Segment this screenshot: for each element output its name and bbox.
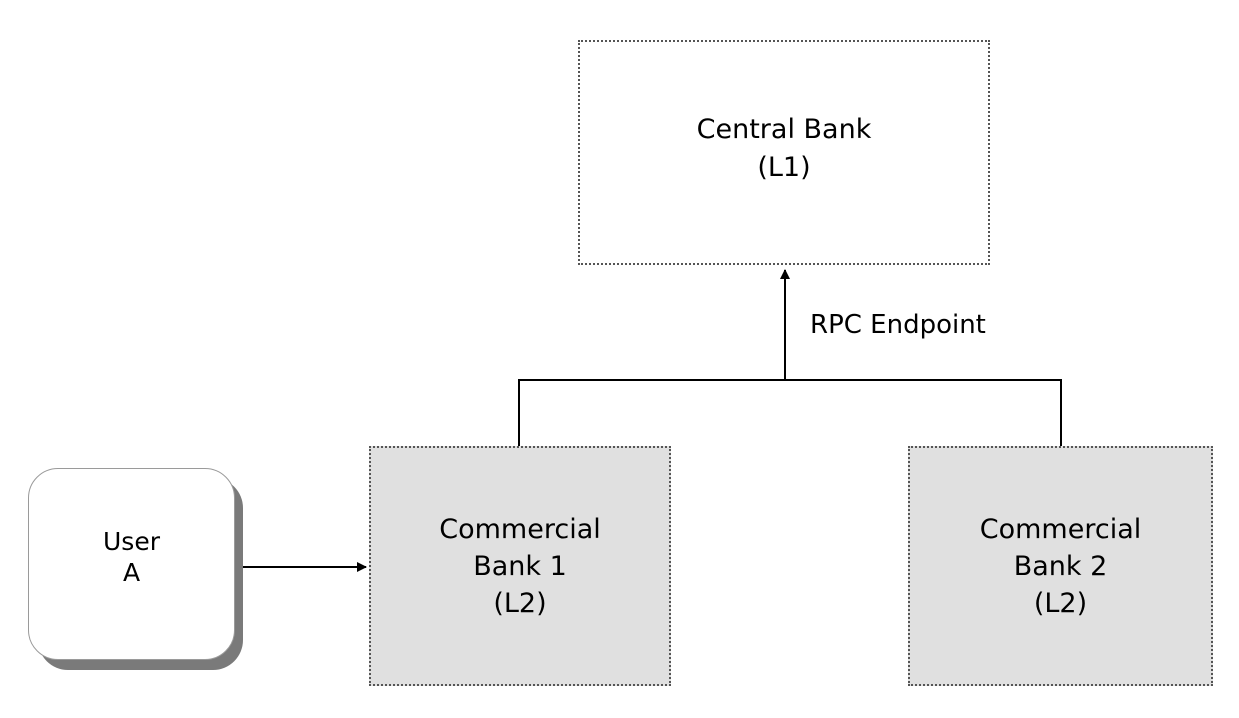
commercial-bank-2-layer: (L2) bbox=[1033, 587, 1088, 619]
central-bank-layer: (L1) bbox=[757, 151, 811, 183]
central-bank-node[interactable]: Central Bank (L1) bbox=[578, 40, 990, 265]
commercial-bank-2-name-line1: Commercial bbox=[979, 513, 1142, 545]
user-a-label-line1: User bbox=[103, 527, 160, 556]
commercial-bank-1-layer: (L2) bbox=[493, 587, 547, 619]
commercial-bank-2-name-line2: Bank 2 bbox=[1013, 550, 1108, 582]
commercial-bank-1-node[interactable]: Commercial Bank 1 (L2) bbox=[369, 446, 671, 686]
user-a-node[interactable]: User A bbox=[28, 468, 235, 660]
user-a-label-line2: A bbox=[122, 558, 141, 587]
central-bank-name: Central Bank bbox=[696, 113, 872, 145]
commercial-bank-2-node[interactable]: Commercial Bank 2 (L2) bbox=[908, 446, 1213, 686]
commercial-bank-1-name-line2: Bank 1 bbox=[473, 550, 567, 582]
commercial-bank-1-name-line1: Commercial bbox=[439, 513, 601, 545]
rpc-endpoint-label: RPC Endpoint bbox=[810, 310, 986, 340]
bank-join-bracket bbox=[518, 379, 1062, 446]
